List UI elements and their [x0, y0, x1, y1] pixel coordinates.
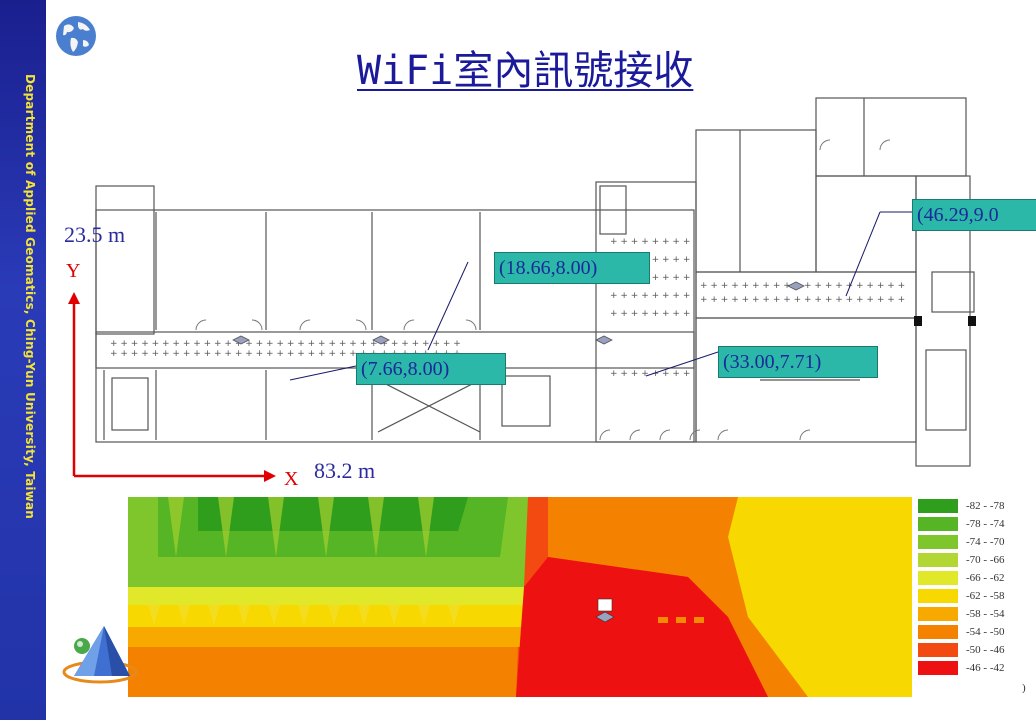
legend-swatch	[918, 499, 958, 513]
legend-label: -78 - -74	[966, 518, 1005, 530]
legend-label: -54 - -50	[966, 626, 1005, 638]
width-label: 83.2 m	[314, 458, 376, 483]
access-point-marker	[595, 598, 615, 623]
legend-swatch	[918, 553, 958, 567]
legend-swatch	[918, 607, 958, 621]
legend-label: -50 - -46	[966, 644, 1005, 656]
svg-text:+ + + + + + + + + + + + + + +: + + + + + + + + + + + + + + + + + + + + …	[110, 349, 461, 359]
legend-swatch	[918, 625, 958, 639]
legend-label: -70 - -66	[966, 554, 1005, 566]
svg-text:+ + + + + + + +: + + + + + + + +	[610, 237, 690, 247]
svg-text:+ + + + + + + +: + + + + + + + +	[610, 309, 690, 319]
legend-label: -74 - -70	[966, 536, 1005, 548]
legend-swatch	[918, 661, 958, 675]
access-point-label: (18.66,8.00)	[494, 252, 650, 284]
access-point-label: (7.66,8.00)	[356, 353, 506, 385]
legend-swatch	[918, 571, 958, 585]
height-label: 23.5 m	[64, 222, 126, 247]
legend-trailing-text: )	[1022, 682, 1026, 694]
sidebar-text: Department of Applied Geomatics, Ching-Y…	[23, 74, 37, 520]
page-title: WiFi室內訊號接收	[357, 48, 694, 94]
x-axis-letter: X	[284, 468, 299, 490]
access-point-label: (46.29,9.0	[912, 199, 1036, 231]
legend-label: -58 - -54	[966, 608, 1005, 620]
sidebar: Department of Applied Geomatics, Ching-Y…	[0, 0, 46, 720]
legend-swatch	[918, 535, 958, 549]
legend-label: -82 - -78	[966, 500, 1005, 512]
svg-text:+ + + + + + + + + + + + + + +: + + + + + + + + + + + + + + + + + + + + …	[110, 339, 461, 349]
university-logo	[62, 626, 138, 684]
access-point-label: (33.00,7.71)	[718, 346, 878, 378]
legend-label: -66 - -62	[966, 572, 1005, 584]
svg-text:+ + + + + + + + + + + + + + +: + + + + + + + + + + + + + + + + + + + +	[700, 295, 905, 305]
signal-heatmap	[128, 497, 912, 697]
legend-swatch	[918, 643, 958, 657]
legend-swatch	[918, 517, 958, 531]
globe-icon	[56, 16, 96, 56]
legend-swatch	[918, 589, 958, 603]
signal-legend: -82 - -78 -78 - -74 -74 - -70 -70 - -66 …	[918, 499, 1036, 699]
svg-text:+ + + + + + + +: + + + + + + + +	[610, 369, 690, 379]
svg-text:+ + + + + + + +: + + + + + + + +	[610, 255, 690, 265]
svg-text:+ + + + + + + +: + + + + + + + +	[610, 273, 690, 283]
svg-text:+ + + + + + + +: + + + + + + + +	[610, 291, 690, 301]
legend-label: -62 - -58	[966, 590, 1005, 602]
legend-label: -46 - -42	[966, 662, 1005, 674]
y-axis-letter: Y	[66, 260, 81, 282]
